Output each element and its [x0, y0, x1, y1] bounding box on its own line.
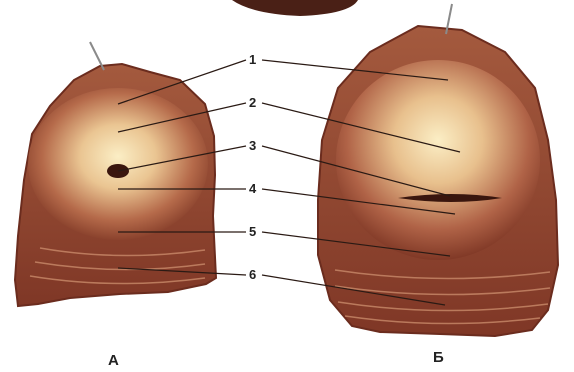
label-1: 1 — [249, 53, 256, 66]
panel-label-a: А — [108, 353, 119, 368]
label-4: 4 — [249, 182, 256, 195]
specimen-a-probe-needle — [90, 42, 104, 70]
top-tissue-fragment — [232, 0, 358, 16]
label-3: 3 — [249, 139, 256, 152]
specimen-b-cervix-disc — [336, 60, 540, 260]
panel-label-b: Б — [433, 350, 444, 365]
label-6: 6 — [249, 268, 256, 281]
label-2: 2 — [249, 96, 256, 109]
specimen-a — [15, 42, 216, 306]
label-5: 5 — [249, 225, 256, 238]
